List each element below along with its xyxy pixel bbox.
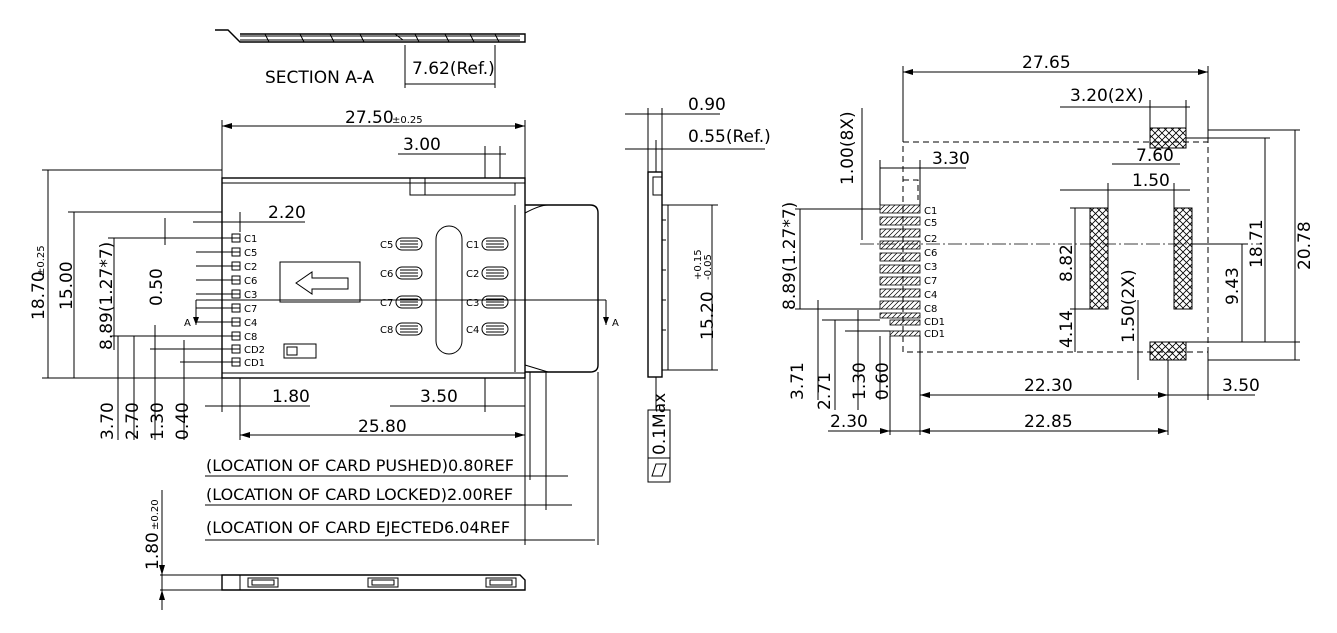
connector-bottom-view: 1.80 ±0.20 (143, 490, 526, 610)
dim-0-60: 0.60 (873, 362, 893, 400)
pin-label-cd1: CD1 (244, 358, 265, 369)
dim-3-20: 3.20(2X) (1070, 86, 1144, 106)
dim-3-50-fp: 3.50 (1222, 376, 1260, 396)
dim-8-82: 8.82 (1057, 244, 1077, 282)
pad-label-c6: C6 (380, 269, 393, 280)
pin-label-c3: C3 (244, 290, 257, 301)
dim-1-80-thick: 1.80 (143, 532, 163, 570)
dim-15-20-tol-minus: -0.05 (703, 254, 714, 280)
pad-label-c1: C1 (466, 240, 479, 251)
connector-side-view: 0.90 0.55(Ref.) 15.20 +0.15 -0.05 0.1Max (625, 95, 771, 483)
fp-pin-cd1-a: CD1 (924, 317, 945, 328)
dim-3-71: 3.71 (788, 362, 808, 400)
section-marker-left: A (184, 318, 191, 329)
dim-18-70: 18.70 (29, 271, 49, 320)
fp-pin-c5: C5 (924, 218, 937, 229)
dim-27-50: 27.50 (345, 108, 394, 128)
pad-label-c5: C5 (380, 240, 393, 251)
dim-3-70: 3.70 (98, 402, 118, 440)
fp-pin-c7: C7 (924, 276, 937, 287)
dim-20-78: 20.78 (1295, 221, 1315, 270)
dim-pitch-footprint: 8.89(1.27*7) (780, 202, 800, 310)
dim-25-80: 25.80 (358, 417, 407, 437)
dim-1-50-2x: 1.50(2X) (1119, 269, 1139, 343)
dim-1-50: 1.50 (1132, 171, 1170, 191)
dim-1-30: 1.30 (148, 402, 168, 440)
dim-7-60: 7.60 (1136, 146, 1174, 166)
dim-27-65: 27.65 (1022, 53, 1071, 73)
pin-label-c7: C7 (244, 304, 257, 315)
pad-label-c4: C4 (466, 325, 479, 336)
fp-pin-c1: C1 (924, 206, 937, 217)
pin-label-c6: C6 (244, 276, 257, 287)
dim-0-40: 0.40 (173, 402, 193, 440)
dim-2-20: 2.20 (268, 203, 306, 223)
dim-0-90: 0.90 (688, 95, 726, 115)
dim-18-71: 18.71 (1247, 219, 1267, 268)
pad-label-c7: C7 (380, 298, 393, 309)
dim-0-55: 0.55(Ref.) (688, 127, 771, 147)
fp-pin-c3: C3 (924, 262, 937, 273)
dim-27-50-tol: ±0.25 (392, 115, 423, 126)
fp-pin-cd1-b: CD1 (924, 329, 945, 340)
dim-1-80-tol: ±0.20 (150, 499, 161, 530)
section-aa-view: SECTION A-A 7.62(Ref.) (215, 29, 526, 88)
dim-9-43: 9.43 (1223, 267, 1243, 305)
dim-1-00-8x: 1.00(8X) (838, 111, 858, 185)
pin-label-c4: C4 (244, 318, 257, 329)
note-card-ejected: (LOCATION OF CARD EJECTED6.04REF (206, 518, 510, 537)
section-ref-dim: 7.62(Ref.) (412, 59, 495, 79)
pad-label-c2: C2 (466, 269, 479, 280)
dim-1-80: 1.80 (272, 387, 310, 407)
pin-label-c8: C8 (244, 332, 257, 343)
dim-4-14: 4.14 (1057, 310, 1077, 348)
note-card-locked: (LOCATION OF CARD LOCKED)2.00REF (206, 485, 513, 504)
section-title: SECTION A-A (265, 68, 374, 88)
fp-pin-c8: C8 (924, 304, 937, 315)
contact-pads-right (481, 237, 509, 336)
dim-18-70-tol: ±0.25 (36, 245, 47, 276)
dim-22-85: 22.85 (1024, 412, 1073, 432)
dim-22-30: 22.30 (1024, 376, 1073, 396)
dim-15-20-tol-plus: +0.15 (693, 249, 704, 280)
flatness-value: 0.1Max (650, 393, 670, 455)
contact-pads-left (395, 237, 423, 336)
dim-1-30-fp: 1.30 (850, 362, 870, 400)
note-card-pushed: (LOCATION OF CARD PUSHED)0.80REF (206, 456, 514, 475)
dim-15-20: 15.20 (698, 291, 718, 340)
pin-label-c1: C1 (244, 234, 257, 245)
pad-label-c8: C8 (380, 325, 393, 336)
connector-top-view: 27.50 ±0.25 3.00 A A (29, 108, 619, 545)
fp-pin-c4: C4 (924, 290, 937, 301)
pin-label-c2: C2 (244, 262, 257, 273)
pin-label-cd2: CD2 (244, 345, 265, 356)
dim-0-50: 0.50 (147, 268, 167, 306)
dim-2-71: 2.71 (815, 372, 835, 410)
card-location-notes: (LOCATION OF CARD PUSHED)0.80REF (LOCATI… (205, 372, 599, 545)
dim-pitch-left: 8.89(1.27*7) (97, 242, 117, 350)
pcb-footprint-view: 27.65 3.20(2X) 1.00(8X) 3.30 (780, 53, 1315, 435)
pin-label-c5: C5 (244, 248, 257, 259)
dim-3-50: 3.50 (420, 387, 458, 407)
fp-pin-c6: C6 (924, 248, 937, 259)
dim-15-00: 15.00 (57, 261, 77, 310)
dim-2-70: 2.70 (123, 402, 143, 440)
dim-2-30: 2.30 (830, 412, 868, 432)
dim-3-00: 3.00 (403, 135, 441, 155)
fp-pin-c2: C2 (924, 234, 937, 245)
footprint-pin-pads (879, 204, 921, 337)
dim-3-30: 3.30 (932, 149, 970, 169)
pad-label-c3: C3 (466, 298, 479, 309)
section-marker-right: A (612, 318, 619, 329)
